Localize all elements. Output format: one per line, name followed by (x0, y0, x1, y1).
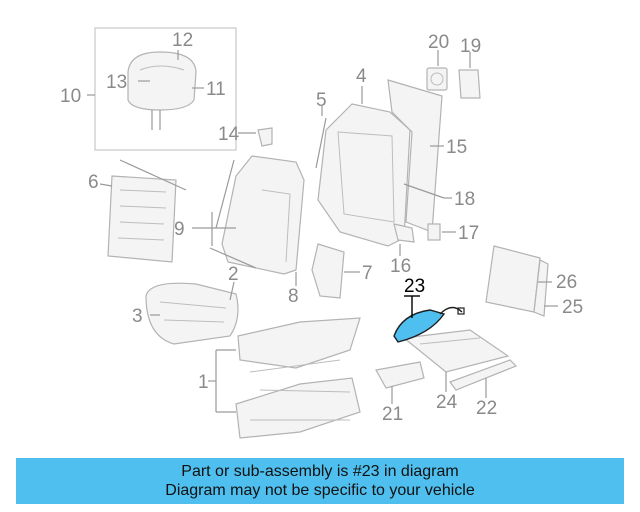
callout-12: 12 (172, 30, 193, 51)
small-parts-19-20 (426, 50, 481, 99)
callout-11: 11 (206, 79, 226, 100)
callout-19: 19 (460, 36, 481, 57)
callout-25: 25 (562, 297, 583, 318)
callout-8: 8 (288, 286, 299, 307)
callout-6: 6 (88, 172, 99, 193)
callout-23[interactable]: 23 (404, 276, 425, 297)
heater-mat-6 (99, 159, 187, 263)
recliner-7 (311, 243, 360, 299)
callout-5: 5 (316, 90, 327, 111)
callout-20: 20 (428, 32, 449, 53)
headrest-inset (87, 27, 237, 151)
seat-back-cushion (192, 155, 305, 286)
callout-10: 10 (60, 86, 81, 107)
caption-banner: Part or sub-assembly is #23 in diagram D… (16, 458, 624, 504)
highlighted-part-23[interactable] (393, 295, 465, 343)
caption-line-2: Diagram may not be specific to your vehi… (165, 482, 475, 499)
parts-diagram: 10 12 13 11 20 19 4 5 14 15 6 18 9 17 2 … (60, 27, 583, 439)
callout-15: 15 (446, 137, 467, 158)
clip-14 (238, 127, 273, 147)
callout-17: 17 (458, 223, 479, 244)
lower-panels (375, 329, 518, 404)
callout-21: 21 (382, 404, 403, 425)
callout-26: 26 (556, 272, 577, 293)
callout-18: 18 (454, 189, 475, 210)
callout-9: 9 (174, 219, 185, 240)
seat-frame (208, 317, 361, 439)
callout-1: 1 (198, 372, 209, 393)
callout-22: 22 (476, 398, 497, 419)
callout-3: 3 (132, 306, 143, 327)
callout-2: 2 (228, 264, 239, 285)
callout-16: 16 (390, 256, 411, 277)
callout-4: 4 (356, 66, 367, 87)
seat-back-frame (317, 86, 411, 247)
caption-line-1: Part or sub-assembly is #23 in diagram (181, 463, 459, 480)
callout-24: 24 (436, 392, 458, 413)
callout-14: 14 (218, 124, 240, 145)
small-parts-16-18 (393, 183, 456, 256)
rod-5 (315, 106, 327, 169)
callout-13: 13 (106, 72, 127, 93)
seat-cushion (145, 281, 239, 345)
callout-7: 7 (362, 263, 373, 284)
rear-panel (387, 79, 444, 233)
side-panel (485, 245, 558, 317)
